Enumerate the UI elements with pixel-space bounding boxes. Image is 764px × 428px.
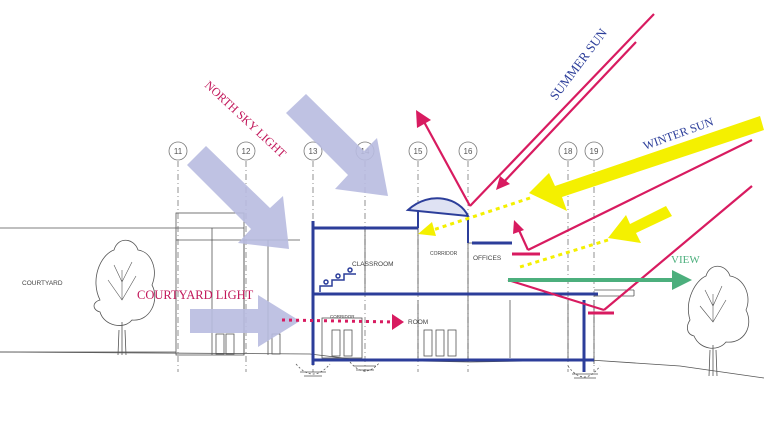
view-arrow [508, 270, 692, 290]
grid-bubble-15: 15 [414, 147, 423, 156]
grid-bubble-12: 12 [242, 147, 251, 156]
north-sky-light-arrows [187, 94, 388, 347]
office-sunshade [512, 252, 614, 315]
classroom-label: CLASSROOM [352, 261, 394, 268]
summer-sun-ray-2 [499, 41, 637, 187]
summer-sun-ray-1 [469, 13, 655, 207]
grid-bubble-13: 13 [309, 147, 318, 156]
grid-line-12: 12 [236, 141, 256, 372]
grid-bubble-19: 19 [590, 147, 599, 156]
courtyard-light-dotted-line [281, 318, 397, 324]
room-label: ROOM [408, 319, 428, 326]
summer-sun-ray-4 [603, 185, 753, 311]
tree-left [93, 239, 156, 356]
sky-light-arrow-1 [187, 146, 289, 249]
courtyard-light-label: COURTYARD LIGHT [137, 288, 254, 302]
winter-sun-arrow-1 [529, 116, 764, 211]
grid-line-18: 18 [558, 141, 578, 372]
courtyard-light-arrow [190, 295, 300, 347]
summer-sun-reflect-1 [422, 119, 471, 207]
summer-sun-label: SUMMER SUN [546, 25, 610, 103]
grid-bubble-16: 16 [464, 147, 473, 156]
roof-canopy [405, 197, 470, 218]
site-context [0, 212, 764, 379]
winter-sun-arrows [418, 116, 764, 269]
lower-corridor-label: CORRIDOR [330, 314, 355, 319]
offices-label: OFFICES [473, 255, 502, 262]
ground-line [0, 351, 764, 379]
winter-sun-dotted-line [429, 196, 531, 233]
summer-sun-ray-4b [507, 278, 605, 312]
foundations [295, 361, 601, 379]
view-label: VIEW [671, 254, 700, 266]
classroom-seating [319, 267, 356, 292]
building-section [295, 197, 635, 379]
grid-bubble-11: 11 [174, 147, 183, 156]
tree-right [686, 265, 750, 377]
summer-sun-ray-3 [527, 139, 753, 251]
room-labels: COURTYARD CLASSROOM CORRIDOR OFFICES COR… [22, 251, 502, 326]
grid-bubble-18: 18 [564, 147, 573, 156]
corridor-label: CORRIDOR [430, 251, 458, 257]
winter-sun-arrow-2 [608, 206, 672, 243]
sky-light-arrow-2 [286, 94, 388, 196]
grid-line-11: 11 [168, 141, 188, 372]
summer-sun-arrows [281, 13, 753, 330]
courtyard-label: COURTYARD [22, 280, 63, 287]
summer-sun-reflect-3 [516, 227, 530, 251]
grid-line-19: 19 [584, 141, 604, 372]
